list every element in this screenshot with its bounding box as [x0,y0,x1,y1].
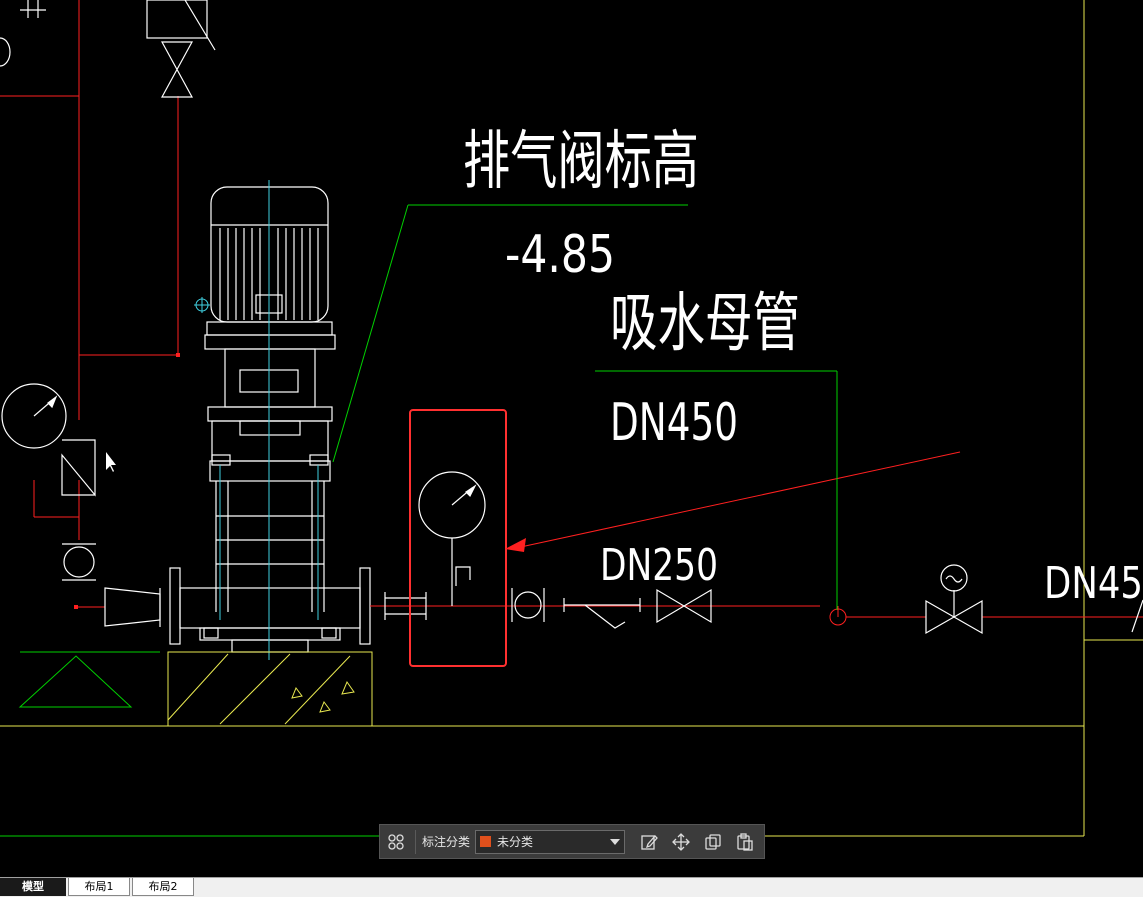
copy-icon[interactable] [701,830,725,854]
tab-model[interactable]: 模型 [0,878,66,896]
paste-icon[interactable] [733,830,757,854]
annotation-category-toolbar: 标注分类 未分类 [379,824,765,859]
left-pipe-network [0,0,179,608]
highlight-box[interactable] [409,409,507,667]
cad-label-dn450: DN450 [610,393,738,453]
category-color-swatch [480,836,492,847]
chevron-down-icon [610,838,621,845]
cad-label-dn45: DN45 [1044,558,1143,609]
grid-icon[interactable] [384,830,408,854]
inlet-reducer [104,587,161,627]
tab-layout-2[interactable]: 布局2 [132,878,194,896]
cad-label-suction-header: 吸水母管 [610,287,800,361]
pipe-fittings [384,564,1143,635]
category-selected-value: 未分类 [497,835,534,849]
cad-label-air-valve-elevation: 排气阀标高 [463,125,699,199]
left-pressure-gauge [1,383,96,497]
pipe-end-marker [74,605,78,609]
category-label: 标注分类 [422,835,471,849]
mouse-cursor-icon [106,452,116,472]
leader-lines [332,204,838,610]
main-pipe [370,605,1143,626]
green-support [18,651,160,708]
move-icon[interactable] [669,830,693,854]
left-check-valve [62,543,96,581]
layout-tab-bar: 模型 布局1 布局2 [0,877,1143,897]
pressure-gauge-main[interactable] [418,471,486,606]
top-left-fragments [0,0,216,98]
cad-drawing-canvas[interactable]: 排气阀标高 -4.85 吸水母管 DN450 DN250 DN45 [0,0,1143,877]
vertical-pump [169,186,371,653]
cad-label-elevation-value: -4.85 [505,225,615,285]
category-dropdown[interactable]: 未分类 [475,829,626,854]
cad-label-dn250: DN250 [600,540,718,591]
pipe-end-marker [176,353,180,357]
tab-layout-1[interactable]: 布局1 [68,878,130,896]
edit-note-icon[interactable] [637,830,661,854]
toolbar-separator [415,829,416,854]
pump-centerlines [194,180,319,660]
annotation-arrow [505,451,961,552]
pump-foundation [167,651,373,727]
